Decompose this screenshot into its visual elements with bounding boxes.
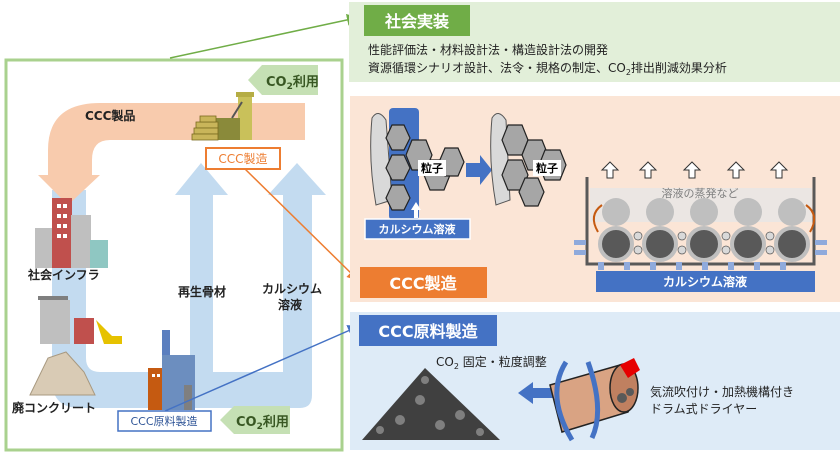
waste-concrete-pile-icon bbox=[29, 351, 96, 396]
social-implementation-line2: 資源循環シナリオ設計、法令・規格の制定、CO2排出削減効果分析 bbox=[368, 60, 727, 77]
waste-concrete-label: 廃コンクリート bbox=[12, 400, 96, 415]
connector-social bbox=[169, 14, 359, 59]
ccc-product-label: CCC製品 bbox=[85, 108, 135, 123]
evaporation-tank-illustration: 溶液の蒸発など カルシウム溶液 bbox=[574, 161, 827, 292]
output-arrow-icon bbox=[518, 382, 555, 404]
demolition-icon bbox=[38, 296, 122, 344]
calcium-solution-small-label: カルシウム溶液 bbox=[379, 222, 457, 236]
ccc-raw-material-box-label: CCC原料製造 bbox=[130, 414, 197, 428]
co2-use-tag-top: CO2利用 bbox=[248, 65, 319, 95]
ccc-manufacturing-box-label: CCC製造 bbox=[218, 152, 267, 166]
ccc-raw-material-box bbox=[117, 410, 212, 432]
raw-material-plant-icon bbox=[148, 330, 195, 410]
bonded-particles-illustration: 粒子 bbox=[490, 113, 567, 207]
drum-dryer-icon bbox=[549, 358, 640, 442]
calcium-solution-label-2: 溶液 bbox=[278, 297, 302, 312]
calcium-solution-bar-label: カルシウム溶液 bbox=[663, 274, 747, 289]
ccc-raw-material-title: CCC原料製造 bbox=[378, 322, 478, 341]
svg-text:CO2利用: CO2利用 bbox=[266, 74, 319, 92]
particle-bonding-illustration: 粒子 カルシウム溶液 bbox=[364, 108, 471, 240]
connector-raw-material bbox=[164, 325, 360, 412]
ccc-factory-icon bbox=[191, 92, 254, 141]
evaporation-label: 溶液の蒸発など bbox=[662, 186, 739, 200]
social-implementation-line1: 性能評価法・材料設計法・構造設計法の開発 bbox=[368, 42, 608, 57]
granule-dots bbox=[376, 376, 484, 436]
ccc-manufacturing-box bbox=[205, 147, 281, 170]
co2-use-tag-bottom: CO2利用 bbox=[220, 406, 290, 434]
co2-fixation-label: CO2 固定・粒度調整 bbox=[436, 354, 547, 371]
dryer-label-2: ドラム式ドライヤー bbox=[650, 402, 757, 416]
social-infrastructure-label: 社会インフラ bbox=[27, 267, 100, 282]
dryer-label-1: 気流吹付け・加熱機構付き bbox=[650, 384, 794, 399]
connector-manufacturing bbox=[244, 168, 360, 282]
particle-label-1: 粒子 bbox=[421, 161, 443, 175]
ccc-raw-material-title-box bbox=[359, 315, 497, 346]
recycled-aggregate-label: 再生骨材 bbox=[178, 284, 226, 299]
social-implementation-title-box bbox=[364, 5, 470, 36]
calcium-solution-label-1: カルシウム bbox=[262, 282, 322, 296]
process-arrow-icon bbox=[466, 155, 492, 185]
ccc-manufacturing-title: CCC製造 bbox=[389, 274, 457, 293]
svg-text:CO2利用: CO2利用 bbox=[236, 414, 289, 432]
particle-label-2: 粒子 bbox=[536, 161, 558, 175]
social-implementation-title: 社会実装 bbox=[384, 12, 449, 31]
city-buildings-icon bbox=[35, 198, 108, 268]
ccc-manufacturing-title-box bbox=[360, 267, 487, 298]
